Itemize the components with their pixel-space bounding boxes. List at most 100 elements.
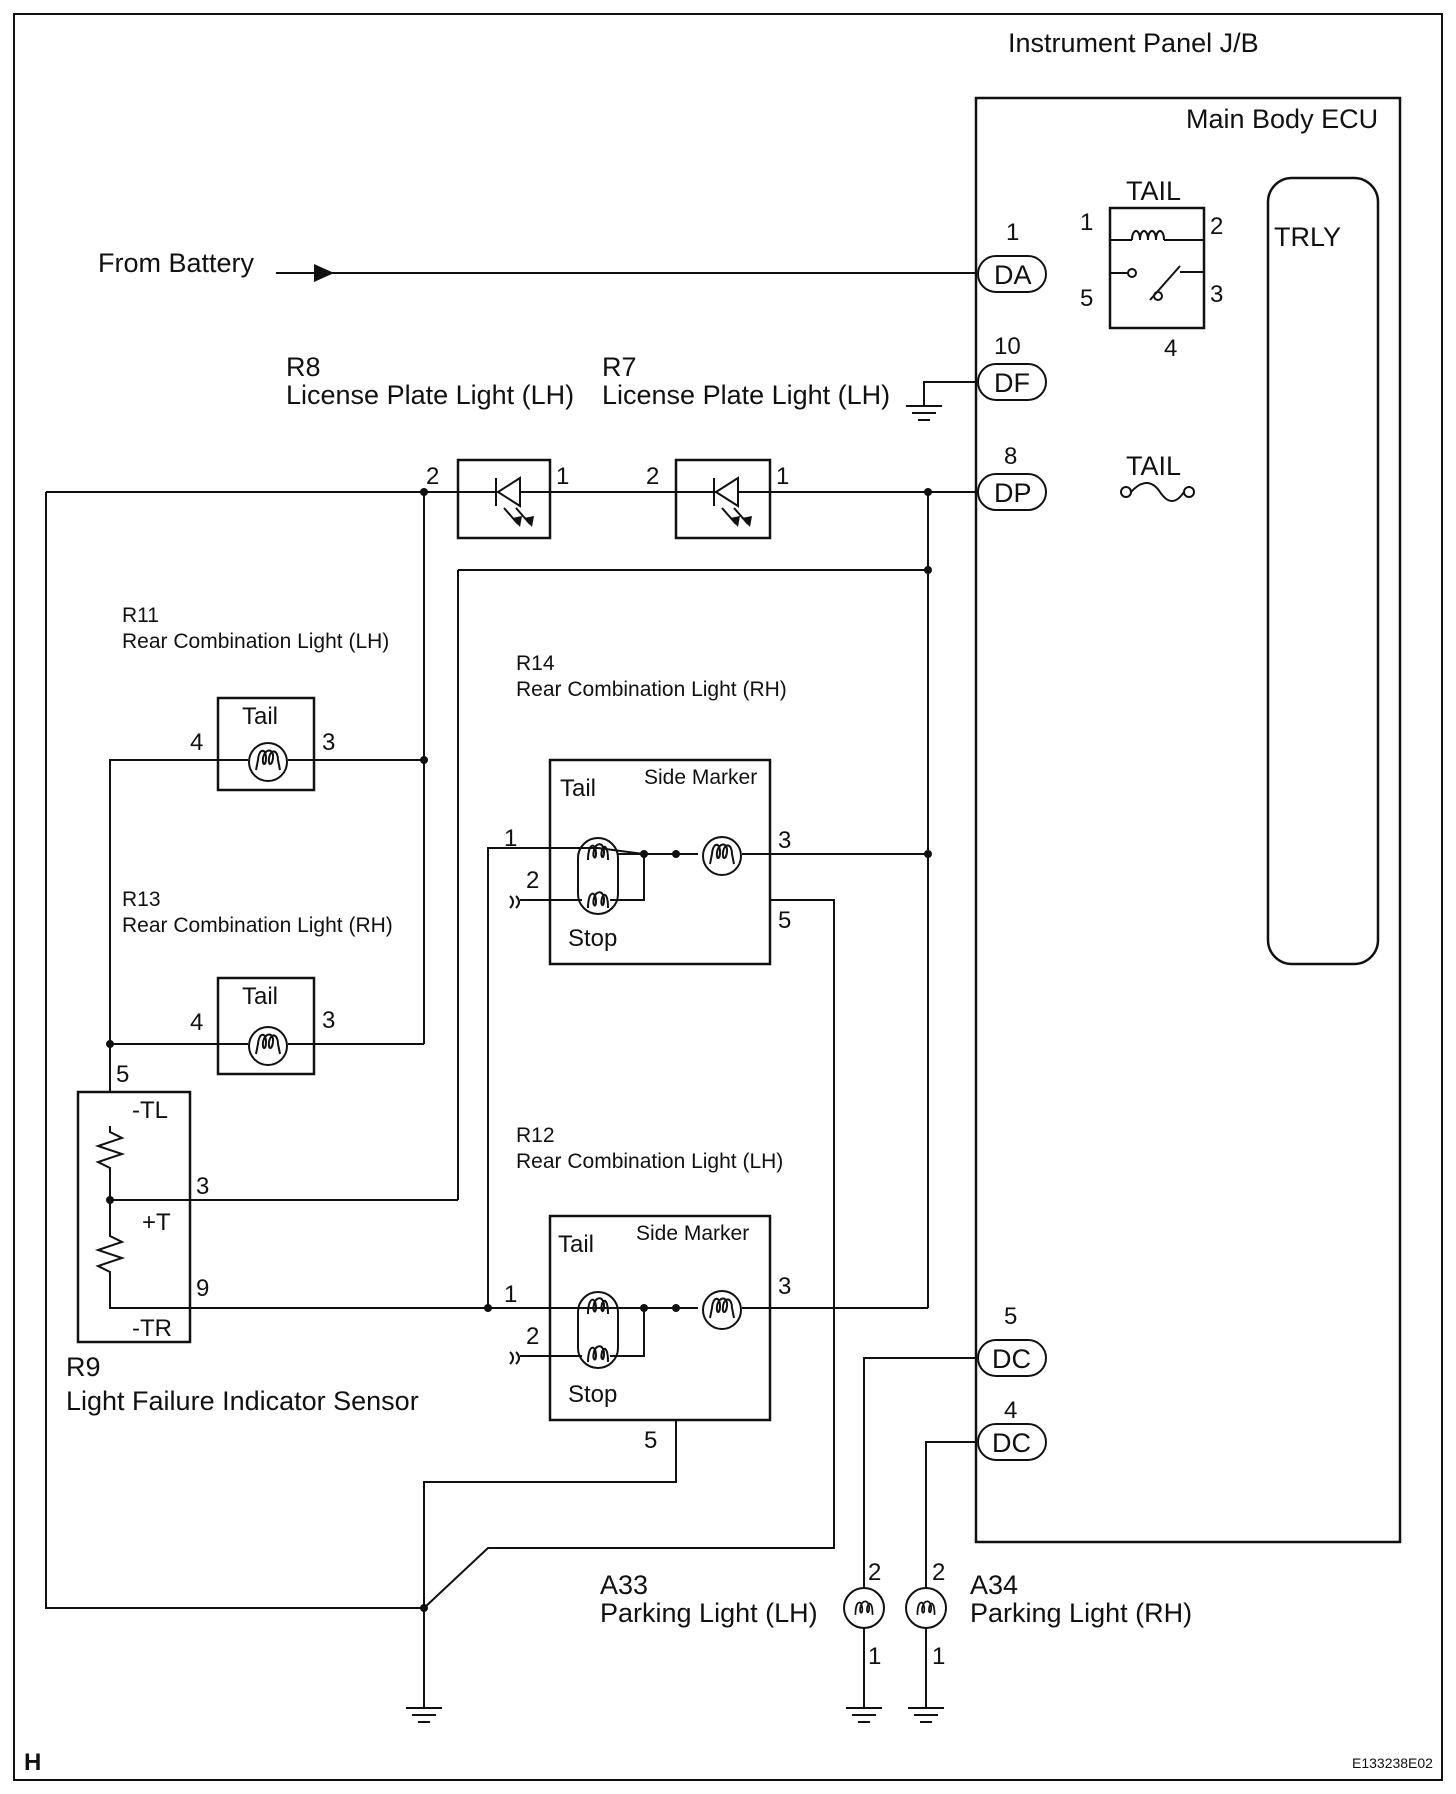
a34-code: A34 (970, 1570, 1018, 1600)
r12-stop-label: Stop (568, 1381, 617, 1408)
bulb-icon (248, 1026, 288, 1066)
from-battery-label: From Battery (98, 248, 255, 278)
a33-name: Parking Light (LH) (600, 1598, 818, 1628)
connector-dp: DP 8 (977, 443, 1047, 511)
r9-pin-5: 5 (116, 1061, 129, 1088)
r14-name: Rear Combination Light (RH) (516, 678, 787, 701)
a34-pin-1: 1 (932, 1643, 945, 1670)
r8-license-plate-light: 2 1 (426, 458, 569, 540)
r9-tl-label: -TL (132, 1097, 168, 1124)
relay-pin-4: 4 (1164, 335, 1177, 362)
r8-name: License Plate Light (LH) (286, 380, 574, 410)
tail-relay: TAIL 1 2 5 3 4 (1080, 176, 1223, 362)
r11-lamp-label: Tail (242, 703, 278, 730)
section-letter: H (24, 1749, 41, 1776)
r12-tail-label: Tail (558, 1231, 594, 1258)
r8-pin-1: 1 (556, 463, 569, 490)
trly-module (1266, 176, 1380, 966)
connector-pin: 8 (1004, 443, 1017, 470)
r9-light-failure-indicator-sensor: -TL +T -TR 5 3 9 (76, 1061, 209, 1344)
connector-name: DA (994, 260, 1032, 290)
ground-icon (907, 1701, 945, 1723)
r12-pin-2: 2 (526, 1323, 539, 1350)
r13-code: R13 (122, 888, 161, 911)
jb-title: Instrument Panel J/B (1008, 28, 1259, 58)
r14-stop-label: Stop (568, 925, 617, 952)
r14-rear-combination-light: Tail Side Marker Stop 1 2 3 5 (504, 758, 791, 966)
a34-pin-2: 2 (932, 1559, 945, 1586)
r7-name: License Plate Light (LH) (602, 380, 890, 410)
connector-name: DC (992, 1344, 1031, 1374)
a33-pin-2: 2 (868, 1559, 881, 1586)
figure-reference: E133238E02 (1352, 1755, 1433, 1771)
connector-name: DF (994, 368, 1030, 398)
bulb-icon (248, 742, 288, 782)
r7-pin-1: 1 (776, 463, 789, 490)
r12-rear-combination-light: Tail Side Marker Stop 1 2 3 5 (504, 1214, 791, 1454)
r13-pin-3: 3 (322, 1007, 335, 1034)
r14-side-marker-label: Side Marker (644, 766, 757, 789)
relay-pin-5: 5 (1080, 285, 1093, 312)
connector-dc-5: DC 5 (977, 1303, 1047, 1377)
r9-pin-9: 9 (196, 1275, 209, 1302)
relay-switch-icon (1149, 265, 1181, 301)
ecu-title: Main Body ECU (1186, 104, 1378, 134)
relay-coil-icon (1131, 230, 1165, 241)
r7-license-plate-light: 2 1 (646, 458, 789, 540)
r8-code: R8 (286, 352, 321, 382)
led-icon (676, 476, 770, 527)
r11-code: R11 (122, 604, 159, 627)
a33-code: A33 (600, 1570, 648, 1600)
relay-pin-2: 2 (1210, 213, 1223, 240)
r12-pin-1: 1 (504, 1281, 517, 1308)
r11-pin-3: 3 (322, 729, 335, 756)
r7-pin-2: 2 (646, 463, 659, 490)
connector-pin: 5 (1004, 1303, 1017, 1330)
led-icon (458, 476, 550, 527)
r9-t-label: +T (142, 1209, 171, 1236)
trly-label: TRLY (1274, 222, 1341, 252)
connector-df: DF 10 (977, 333, 1047, 401)
r12-pin-5: 5 (644, 1427, 657, 1454)
a34-parking-light: 2 1 (905, 1559, 947, 1670)
arrow-right-icon (314, 264, 334, 282)
connector-name: DP (994, 478, 1032, 508)
connector-pin: 10 (994, 333, 1021, 360)
r12-name: Rear Combination Light (LH) (516, 1150, 783, 1173)
r14-pin-2: 2 (526, 867, 539, 894)
a33-pin-1: 1 (868, 1643, 881, 1670)
relay-pin-1: 1 (1080, 209, 1093, 236)
ground-icon (845, 1701, 883, 1723)
relay-label: TAIL (1126, 176, 1181, 206)
r12-code: R12 (516, 1124, 555, 1147)
r9-code: R9 (66, 1352, 101, 1382)
connector-pin: 4 (1004, 1397, 1017, 1424)
ground-icon (905, 399, 943, 421)
r14-pin-1: 1 (504, 825, 517, 852)
r13-name: Rear Combination Light (RH) (122, 914, 393, 937)
r11-pin-4: 4 (190, 729, 203, 756)
r13-rear-combination-light: Tail 4 3 (190, 976, 335, 1076)
wave-icon (509, 1351, 520, 1365)
connector-pin: 1 (1006, 219, 1019, 246)
r13-lamp-label: Tail (242, 983, 278, 1010)
r8-pin-2: 2 (426, 463, 439, 490)
bulb-icon (702, 1290, 742, 1330)
ground-icon (405, 1701, 443, 1723)
r14-code: R14 (516, 652, 555, 675)
r9-tr-label: -TR (132, 1315, 172, 1342)
r12-side-marker-label: Side Marker (636, 1222, 749, 1245)
resistor-icon (94, 1200, 190, 1309)
r14-pin-3: 3 (778, 827, 791, 854)
connector-dc-4: DC 4 (977, 1397, 1047, 1461)
connector-da: DA 1 (977, 219, 1047, 293)
page-border (13, 13, 1443, 1781)
fuse-icon (1130, 482, 1185, 502)
r13-pin-4: 4 (190, 1009, 203, 1036)
r14-pin-5: 5 (778, 907, 791, 934)
r9-name: Light Failure Indicator Sensor (66, 1386, 419, 1416)
relay-pin-3: 3 (1210, 281, 1223, 308)
connector-name: DC (992, 1428, 1031, 1458)
bulb-icon (702, 836, 742, 876)
